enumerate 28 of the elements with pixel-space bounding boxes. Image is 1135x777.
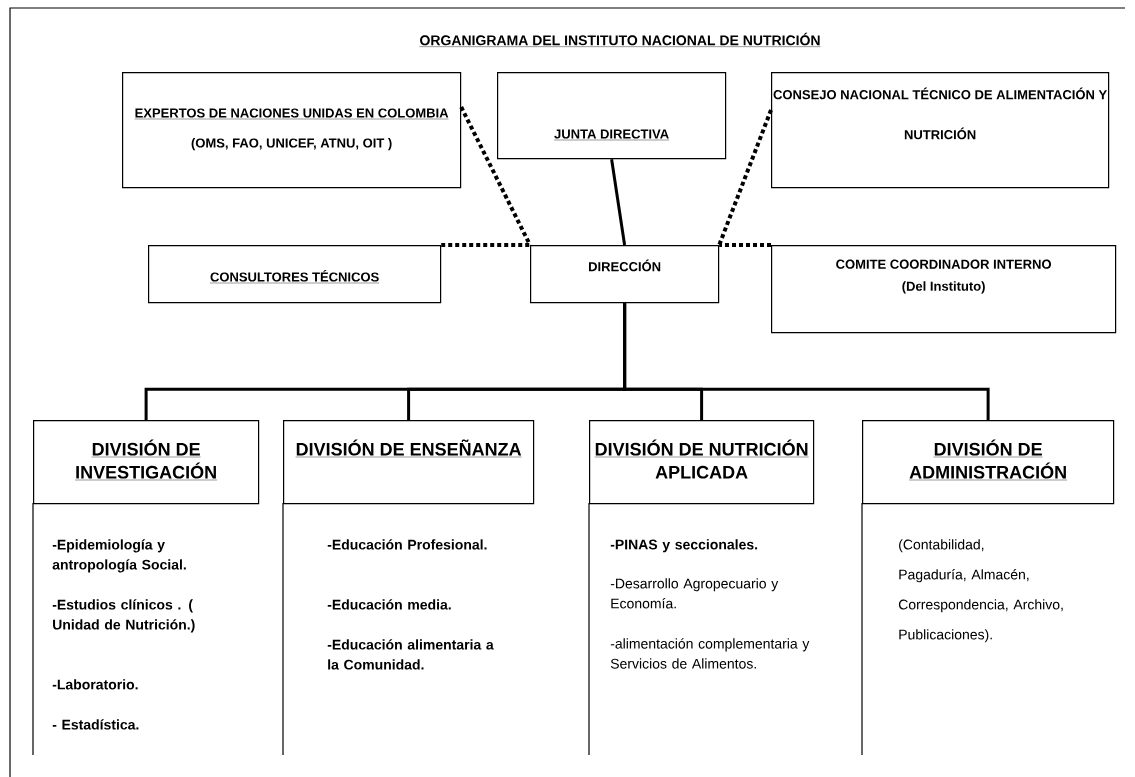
org-box: CONSULTORES TÉCNICOS xyxy=(148,245,442,304)
list-item: -Laboratorio. xyxy=(52,679,138,690)
list-item: -Desarrollo Agropecuario y Economía. xyxy=(610,578,779,609)
list-item: (Contabilidad, Pagaduría, Almacén, Correspondencia, Archivo, Publicaciones). xyxy=(898,539,1063,643)
org-box: JUNTA DIRECTIVA xyxy=(497,72,727,160)
division-box: DIVISIÓN DE ENSEÑANZA xyxy=(283,420,535,505)
division-box: DIVISIÓN DE NUTRICIÓN APLICADA xyxy=(589,420,815,505)
org-box: EXPERTOS DE NACIONES UNIDAS EN COLOMBIA (OMS, FAO, UNICEF, ATNU, OIT ) xyxy=(122,72,462,189)
list-item: - Estadística. xyxy=(52,719,139,730)
connector-line xyxy=(623,303,990,420)
list-item: -PINAS y seccionales. xyxy=(610,539,758,553)
list-item: -Educación alimentaria a la Comunidad. xyxy=(327,639,494,670)
dotted-connector xyxy=(459,106,532,246)
division-box: DIVISIÓN DE ADMINISTRACIÓN xyxy=(862,420,1115,505)
list-item: -Estudios clínicos . ( Unidad de Nutrición.) xyxy=(52,599,195,633)
org-box: COMITE COORDINADOR INTERNO (Del Instituto) xyxy=(771,245,1117,334)
dotted-connector xyxy=(719,243,771,247)
title: ORGANIGRAMA DEL INSTITUTO NACIONAL DE NUTRICIÓN xyxy=(419,32,821,47)
division-box: DIVISIÓN DE INVESTIGACIÓN xyxy=(33,420,260,505)
list-item: -alimentación complementaria y Servicios de Alimentos. xyxy=(610,638,810,669)
dotted-connector xyxy=(441,243,530,247)
list-item: -Educación Profesional. xyxy=(327,539,487,550)
list-item: -Educación media. xyxy=(327,599,451,610)
connector-line xyxy=(610,158,627,246)
dotted-connector xyxy=(717,109,773,246)
org-box: CONSEJO NACIONAL TÉCNICO DE ALIMENTACIÓN Y NUTRICIÓN xyxy=(771,72,1110,189)
list-item: -Epidemiología y antropología Social. xyxy=(52,539,186,573)
org-box: DIRECCIÓN xyxy=(530,245,720,304)
